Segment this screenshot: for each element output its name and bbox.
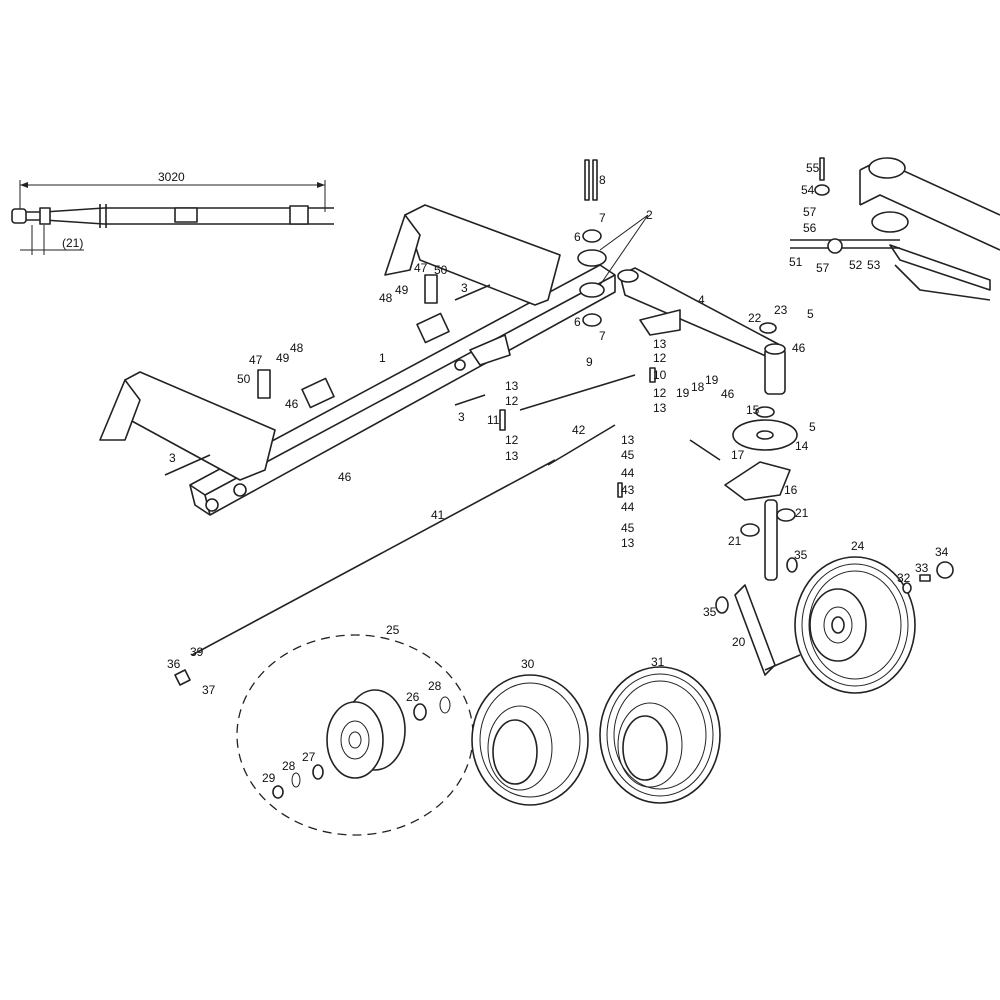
- part-label-29: 29: [262, 771, 276, 785]
- part-label-22: 22: [748, 311, 762, 325]
- part-label-12: 12: [505, 394, 519, 408]
- part-label-46: 46: [792, 341, 806, 355]
- part-label-51: 51: [789, 255, 803, 269]
- part-label-43: 43: [621, 483, 635, 497]
- part-label-19: 19: [676, 386, 690, 400]
- tyre-30: [471, 674, 589, 806]
- part-label-4: 4: [698, 293, 705, 307]
- part-label-12: 12: [653, 351, 667, 365]
- part-label-21: 21: [795, 506, 809, 520]
- part-label-13: 13: [505, 449, 519, 463]
- part-label-3: 3: [461, 281, 468, 295]
- part-label-57: 57: [803, 205, 817, 219]
- part-label-35: 35: [794, 548, 808, 562]
- part-label-26: 26: [406, 690, 420, 704]
- part-label-45: 45: [621, 448, 635, 462]
- part-label-19: 19: [705, 373, 719, 387]
- part-label-50: 50: [434, 263, 448, 277]
- part-label-13: 13: [653, 337, 667, 351]
- hub-assembly: [236, 634, 474, 836]
- part-label-6: 6: [574, 230, 581, 244]
- axle-arm: [599, 214, 786, 395]
- dimension-length: 3020: [158, 170, 185, 184]
- part-label-47: 47: [249, 353, 263, 367]
- part-label-45: 45: [621, 521, 635, 535]
- part-label-27: 27: [302, 750, 316, 764]
- part-label-55: 55: [806, 161, 820, 175]
- part-label-9: 9: [586, 355, 593, 369]
- part-label-18: 18: [691, 380, 705, 394]
- part-label-46: 46: [721, 387, 735, 401]
- part-label-28: 28: [282, 759, 296, 773]
- part-label-3: 3: [169, 451, 176, 465]
- part-label-14: 14: [795, 439, 809, 453]
- part-label-23: 23: [774, 303, 788, 317]
- part-label-49: 49: [395, 283, 409, 297]
- part-label-25: 25: [386, 623, 400, 637]
- part-label-32: 32: [897, 571, 911, 585]
- part-label-21: 21: [728, 534, 742, 548]
- part-label-35: 35: [703, 605, 717, 619]
- part-label-8: 8: [599, 173, 606, 187]
- main-frame: [99, 204, 616, 516]
- part-label-13: 13: [653, 401, 667, 415]
- bearings: [715, 557, 954, 614]
- hardware-items: [164, 159, 798, 501]
- part-label-28: 28: [428, 679, 442, 693]
- part-label-3: 3: [458, 410, 465, 424]
- part-label-50: 50: [237, 372, 251, 386]
- part-label-57: 57: [816, 261, 830, 275]
- part-label-54: 54: [801, 183, 815, 197]
- part-label-52: 52: [849, 258, 863, 272]
- tyre-31: [599, 666, 721, 804]
- rod-41: [191, 459, 556, 656]
- part-label-56: 56: [803, 221, 817, 235]
- wheel-24: [794, 556, 916, 694]
- wheel-support: [734, 499, 801, 676]
- part-label-2: 2: [646, 208, 653, 222]
- part-label-49: 49: [276, 351, 290, 365]
- part-label-34: 34: [935, 545, 949, 559]
- part-label-44: 44: [621, 500, 635, 514]
- part-label-30: 30: [521, 657, 535, 671]
- part-label-13: 13: [621, 433, 635, 447]
- part-label-46: 46: [338, 470, 352, 484]
- part-label-10: 10: [653, 368, 667, 382]
- part-label-24: 24: [851, 539, 865, 553]
- part-label-33: 33: [915, 561, 929, 575]
- part-label-46: 46: [285, 397, 299, 411]
- part-label-13: 13: [505, 379, 519, 393]
- part-label-31: 31: [651, 655, 665, 669]
- part-label-48: 48: [379, 291, 393, 305]
- part-label-15: 15: [746, 403, 760, 417]
- part-label-44: 44: [621, 466, 635, 480]
- part-label-13: 13: [621, 536, 635, 550]
- part-label-12: 12: [505, 433, 519, 447]
- drawbar-dimension-sketch: [11, 180, 334, 255]
- part-label-1: 1: [379, 351, 386, 365]
- part-label-37: 37: [202, 683, 216, 697]
- part-label-53: 53: [867, 258, 881, 272]
- part-label-5: 5: [807, 307, 814, 321]
- dimension-offset: (21): [62, 236, 83, 250]
- part-label-7: 7: [599, 329, 606, 343]
- part-label-12: 12: [653, 386, 667, 400]
- nut-36: [174, 669, 191, 686]
- part-label-17: 17: [731, 448, 745, 462]
- coupling-detail: [790, 157, 1000, 301]
- part-label-20: 20: [732, 635, 746, 649]
- part-label-16: 16: [784, 483, 798, 497]
- part-label-42: 42: [572, 423, 586, 437]
- part-label-41: 41: [431, 508, 445, 522]
- part-label-39: 39: [190, 645, 204, 659]
- part-label-48: 48: [290, 341, 304, 355]
- part-label-5: 5: [809, 420, 816, 434]
- part-label-36: 36: [167, 657, 181, 671]
- part-label-7: 7: [599, 211, 606, 225]
- part-label-47: 47: [414, 261, 428, 275]
- part-label-6: 6: [574, 315, 581, 329]
- part-label-11: 11: [487, 413, 500, 427]
